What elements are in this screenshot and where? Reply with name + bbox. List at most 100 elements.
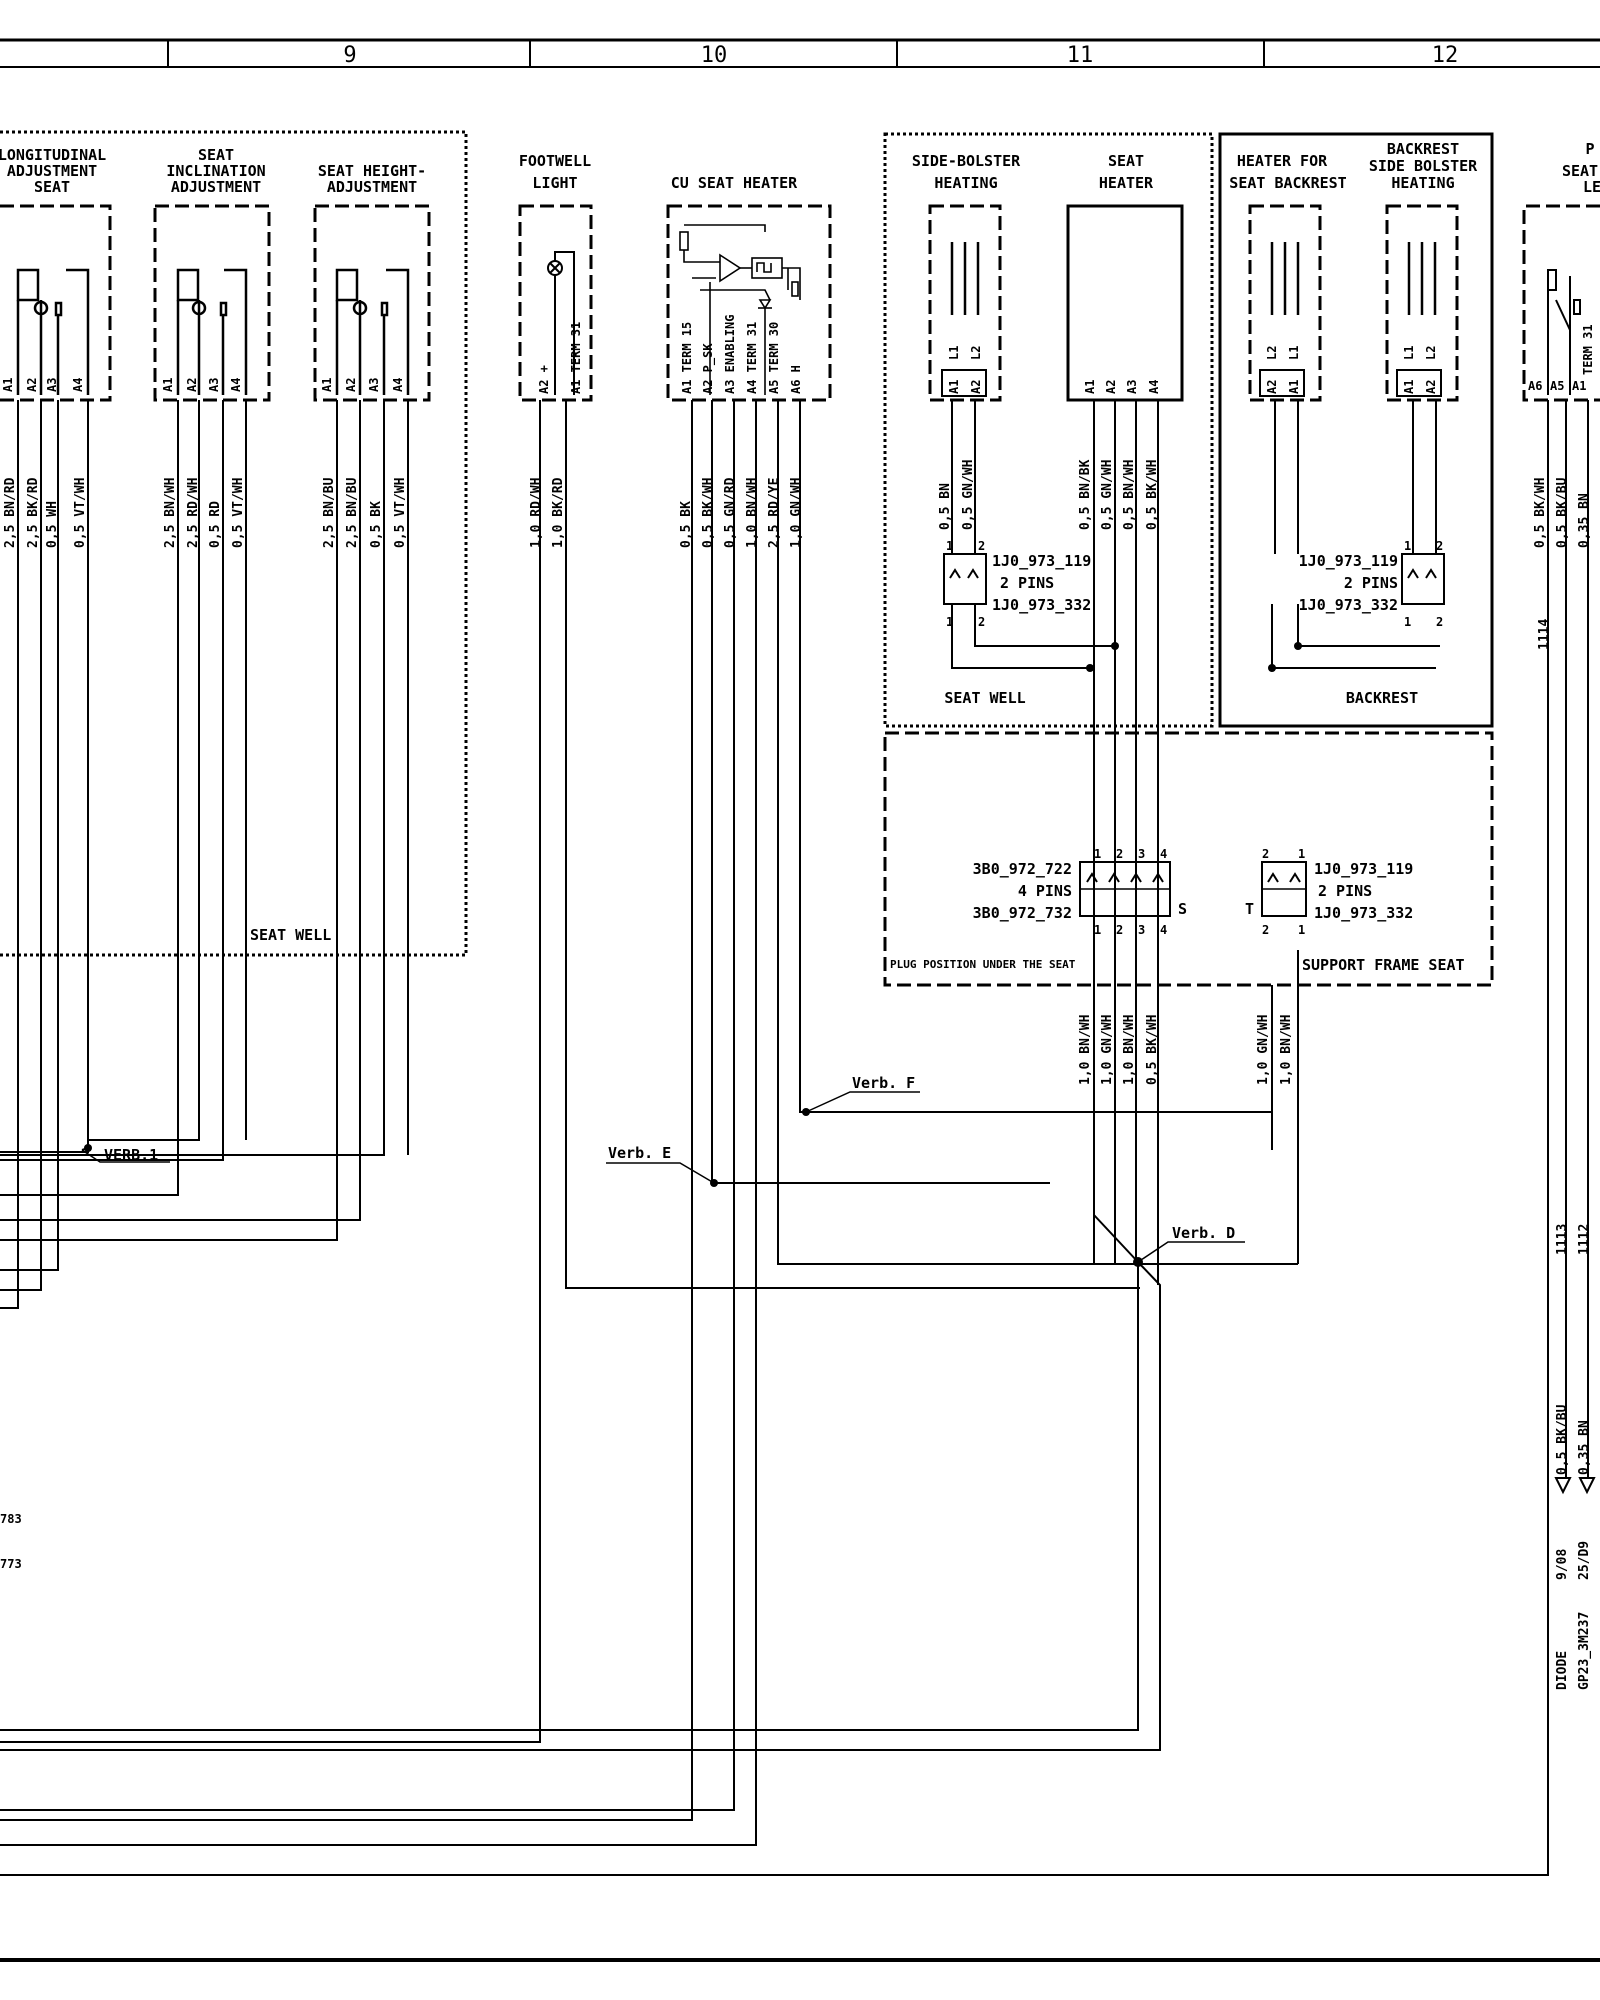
control-unit-circuit — [679, 224, 801, 395]
connector-s-pins: 4 PINS — [1018, 882, 1072, 900]
pin-label: A4 — [391, 378, 405, 392]
pin-label: A2 — [1265, 380, 1279, 394]
longitudinal-title-1: LONGITUDINAL — [0, 146, 106, 164]
wire-code: 0,5 VT/WH — [73, 478, 88, 548]
motor-pin-labels: A1 A2 A3 A4 A1 A2 A3 A4 A1 A2 A3 A4 — [1, 378, 405, 392]
plug-position-label: PLUG POSITION UNDER THE SEAT — [890, 958, 1076, 971]
wire-code: 0,5 BK/WH — [701, 478, 716, 548]
wire-code: 2,5 BN/BU — [345, 477, 360, 548]
backrest-bolster-title-1: BACKREST — [1387, 140, 1459, 158]
svg-text:Verb. E: Verb. E — [608, 1144, 671, 1162]
seat-heater-pin-labels: A1 A2 A3 A4 — [1083, 380, 1161, 394]
wire-code: 0,5 BK/WH — [1533, 478, 1548, 548]
connector-t-pins: 2 PINS — [1318, 882, 1372, 900]
pin-label: A3 — [45, 378, 59, 392]
pin-label: L1 — [1402, 346, 1416, 360]
wire-code: 0,5 BK/BU — [1555, 1404, 1570, 1475]
backrest-heater-title-1: HEATER FOR — [1237, 152, 1328, 170]
pin-label: A2 + — [537, 365, 551, 394]
wire-code: 0,35 BN — [1577, 1420, 1592, 1475]
edge-fragment: 773 — [0, 1557, 22, 1571]
height-box — [313, 204, 431, 402]
pin-label: A2 — [1424, 380, 1438, 394]
pin-label: A5 TERM 30 — [767, 322, 781, 394]
connector-s-pin-numbers: 1 2 3 4 1 2 3 4 — [1094, 847, 1167, 937]
diode-name: GP23_3M237 — [1577, 1612, 1592, 1690]
pin-label: L1 — [1287, 346, 1301, 360]
column-header-band — [0, 38, 1600, 68]
diode-ref: 9/08 — [1555, 1549, 1570, 1580]
connector-backrest — [1401, 553, 1445, 605]
right-component-title-2: SEAT — [1562, 162, 1598, 180]
pin-label: A3 — [207, 378, 221, 392]
heating-element-icon — [1407, 242, 1437, 315]
pin-number: 1 — [1094, 847, 1101, 861]
pin-label: A1 — [947, 380, 961, 394]
column-number: 9 — [343, 43, 356, 68]
seat-heater-title-2: HEATER — [1099, 174, 1154, 192]
cu-heater-title: CU SEAT HEATER — [671, 174, 798, 192]
pin-number: 2 — [1116, 923, 1123, 937]
wire-code: 0,5 RD — [208, 501, 223, 548]
support-frame-label: SUPPORT FRAME SEAT — [1302, 956, 1465, 974]
wire-code: 2,5 RD/WH — [186, 478, 201, 548]
seat-well-left-label: SEAT WELL — [250, 926, 331, 944]
lower-wire-labels: 1,0 BN/WH 1,0 GN/WH 1,0 BN/WH 0,5 BK/WH … — [1078, 1015, 1294, 1085]
pin-label: A1 TERM 31 — [569, 322, 583, 394]
pin-label: A1 — [1287, 380, 1301, 394]
svg-text:Verb. D: Verb. D — [1172, 1224, 1235, 1242]
motor-symbols — [16, 268, 410, 395]
pin-number: 2 — [1436, 539, 1443, 553]
wire-code: 1,0 GN/WH — [1256, 1015, 1271, 1085]
wire-code: 0,5 BN/BK — [1078, 459, 1093, 530]
wire-code: 0,5 BN — [938, 483, 953, 530]
pin-label: A4 TERM 31 — [745, 322, 759, 394]
wire-number: 1113 — [1555, 1224, 1570, 1255]
longitudinal-title-2: ADJUSTMENT — [7, 162, 97, 180]
motor-wire-labels: 2,5 BN/RD 2,5 BK/RD 0,5 WH 0,5 VT/WH 2,5… — [3, 477, 408, 548]
pin-label: A1 — [1402, 380, 1416, 394]
connector-left-part-2: 1J0_973_332 — [992, 596, 1091, 614]
pin-number: 1 — [946, 539, 953, 553]
wire-code: 1,0 BN/WH — [1078, 1015, 1093, 1085]
footwell-box — [518, 204, 593, 402]
pin-number: 1 — [946, 615, 953, 629]
pin-label: A2 — [185, 378, 199, 392]
pin-number: 1 — [1404, 539, 1411, 553]
connector-pins-icon — [949, 568, 979, 579]
height-title-1: SEAT HEIGHT- — [318, 162, 426, 180]
backrest-bolster-title-2: SIDE BOLSTER — [1369, 157, 1478, 175]
wire-code: 0,5 GN/WH — [961, 460, 976, 530]
inclination-box — [153, 204, 271, 402]
pin-label: A2 P_SK — [701, 343, 716, 394]
pin-label: A5 — [1550, 379, 1564, 393]
plug-position-region — [883, 731, 1494, 987]
wire-code: 0,5 VT/WH — [393, 478, 408, 548]
wire-code: 0,5 BK — [369, 501, 384, 548]
seat-well-label: SEAT WELL — [944, 689, 1025, 707]
connector-left-pins: 2 PINS — [1000, 574, 1054, 592]
seat-heater-title-1: SEAT — [1108, 152, 1144, 170]
pin-number: 2 — [978, 539, 985, 553]
pin-label: L1 — [947, 346, 961, 360]
wire-code: 0,5 BK/WH — [1145, 460, 1160, 530]
pin-number: 1 — [1404, 615, 1411, 629]
pin-number: 3 — [1138, 847, 1145, 861]
pin-label: A1 — [1, 378, 15, 392]
connector-backrest-pins: 2 PINS — [1344, 574, 1398, 592]
connector-s-part-1: 3B0_972_722 — [973, 860, 1072, 878]
wire-code: 2,5 BN/RD — [3, 477, 18, 548]
longitudinal-title-3: SEAT — [34, 178, 70, 196]
pin-number: 2 — [978, 615, 985, 629]
wire-code: 0,5 BN/WH — [1122, 460, 1137, 530]
backrest-heater-title-2: SEAT BACKREST — [1229, 174, 1346, 192]
side-bolster-title-2: HEATING — [934, 174, 997, 192]
pin-label: A1 — [1083, 380, 1097, 394]
diode-name: DIODE — [1555, 1651, 1570, 1690]
pin-number: 4 — [1160, 847, 1167, 861]
wire-code: 1,0 BK/RD — [551, 477, 566, 548]
column-number: 12 — [1432, 43, 1459, 68]
cu-wire-labels: 0,5 BK 0,5 BK/WH 0,5 GN/RD 1,0 BN/WH 2,5… — [679, 477, 804, 548]
pin-label: A1 — [1572, 379, 1586, 393]
